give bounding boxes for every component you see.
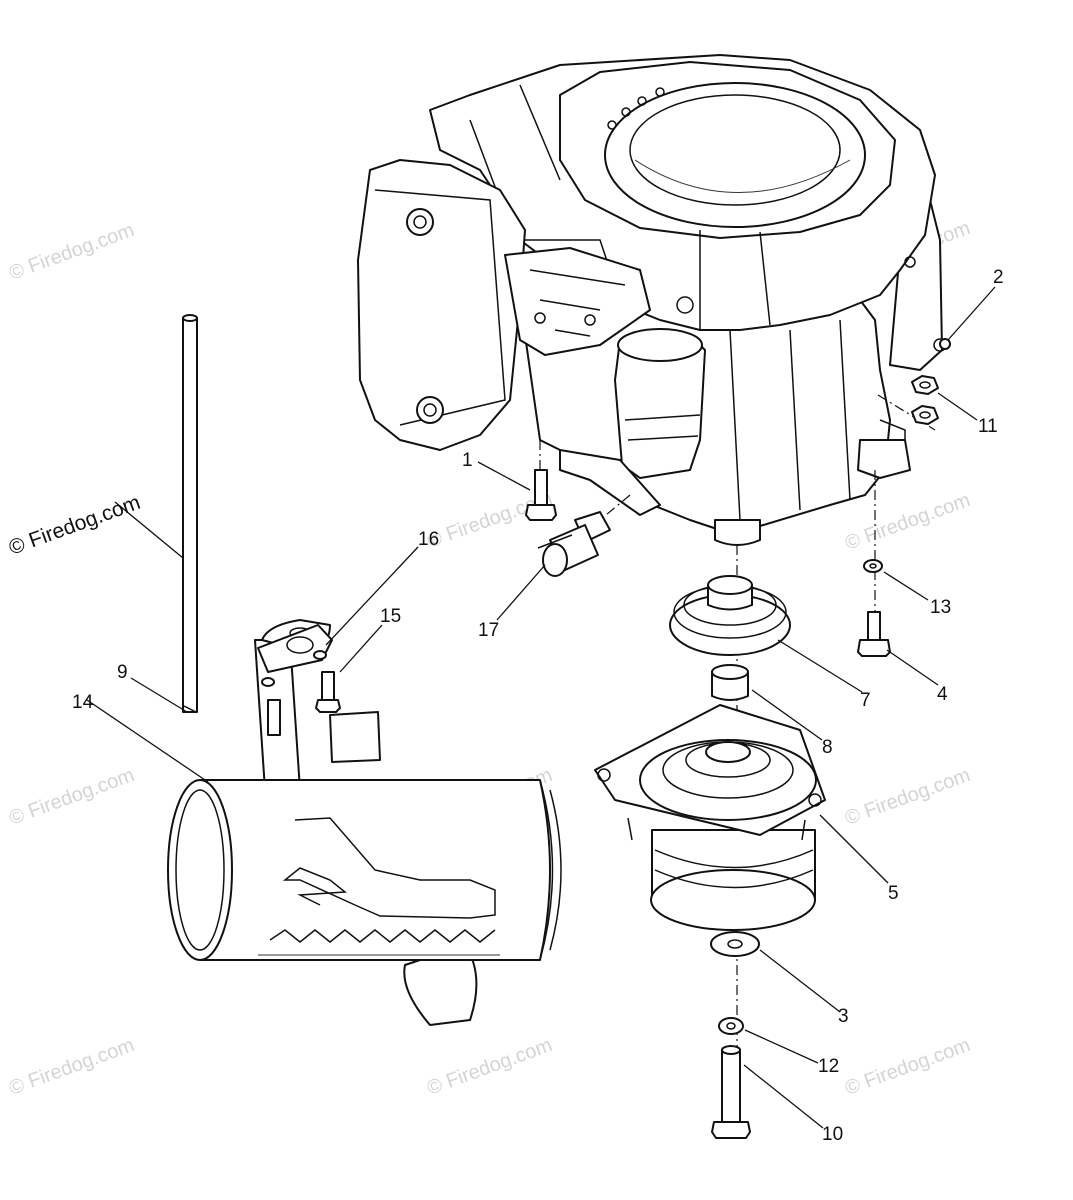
part-12-lock-washer bbox=[718, 1017, 744, 1035]
part-2-screw bbox=[939, 338, 951, 350]
part-8-spacer bbox=[711, 664, 749, 701]
callout-9: 9 bbox=[117, 662, 128, 683]
callout-12: 12 bbox=[818, 1056, 839, 1077]
callout-5: 5 bbox=[888, 883, 899, 904]
leader-lines bbox=[86, 286, 996, 1129]
callout-16: 16 bbox=[418, 529, 439, 550]
part-3-washer bbox=[710, 931, 760, 957]
part-13-lock-washer bbox=[863, 559, 883, 573]
watermark: © Firedog.com bbox=[842, 1034, 973, 1100]
part-5-pto-clutch bbox=[594, 704, 826, 931]
callout-1: 1 bbox=[462, 450, 473, 471]
air-cleaner-cover bbox=[604, 82, 866, 228]
part-14-muffler bbox=[167, 619, 562, 1026]
part-1-bolt bbox=[525, 469, 557, 521]
watermark-dark: © Firedog.com bbox=[6, 491, 144, 560]
watermark: © Firedog.com bbox=[842, 764, 973, 830]
callout-10: 10 bbox=[822, 1124, 843, 1145]
part-9-rod bbox=[182, 314, 198, 713]
part-16-gasket bbox=[257, 624, 333, 687]
callout-15: 15 bbox=[380, 606, 401, 627]
callout-11: 11 bbox=[978, 416, 998, 437]
engine-assembly bbox=[357, 54, 947, 546]
crankshaft bbox=[714, 519, 761, 546]
valve-cover bbox=[357, 159, 526, 451]
callout-labels: 1 2 3 4 5 7 8 9 10 11 12 13 14 15 16 17 bbox=[72, 267, 1004, 1145]
callout-17: 17 bbox=[478, 620, 499, 641]
part-10-bolt bbox=[711, 1045, 751, 1139]
part-17-sensor bbox=[537, 511, 611, 577]
watermark: © Firedog.com bbox=[842, 489, 973, 555]
callout-3: 3 bbox=[838, 1006, 849, 1027]
part-15-bolt bbox=[267, 671, 341, 736]
part-7-pulley bbox=[669, 575, 791, 656]
part-11-nuts bbox=[911, 375, 939, 425]
watermark: © Firedog.com bbox=[6, 764, 137, 830]
watermark: © Firedog.com bbox=[424, 1034, 555, 1100]
callout-2: 2 bbox=[993, 267, 1004, 288]
callout-8: 8 bbox=[822, 737, 833, 758]
callout-13: 13 bbox=[930, 597, 951, 618]
callout-4: 4 bbox=[937, 684, 948, 705]
callout-14: 14 bbox=[72, 692, 94, 713]
part-4-bolt bbox=[857, 611, 891, 657]
watermark: © Firedog.com bbox=[6, 219, 137, 285]
callout-7: 7 bbox=[860, 690, 871, 711]
watermark: © Firedog.com bbox=[6, 1034, 137, 1100]
